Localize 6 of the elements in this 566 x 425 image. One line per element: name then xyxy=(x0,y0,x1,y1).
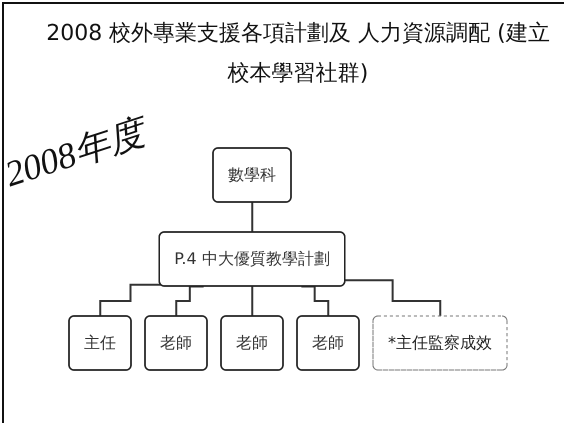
connector xyxy=(345,279,442,318)
title: 2008 校外專業支援各項計劃及 人力資源調配 (建立校本學習社群) xyxy=(45,20,551,88)
connector xyxy=(251,202,254,234)
connector xyxy=(251,286,254,318)
year-label: 2008年度 xyxy=(0,110,150,196)
connector xyxy=(99,284,161,318)
